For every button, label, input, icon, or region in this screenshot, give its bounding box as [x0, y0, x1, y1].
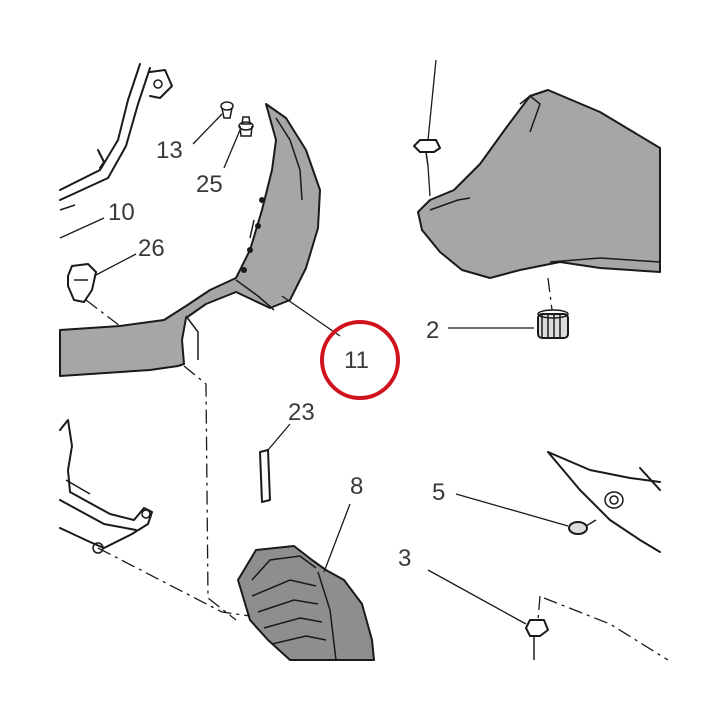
callout-25[interactable]: 25	[196, 171, 223, 198]
part-5-screw[interactable]	[568, 519, 597, 535]
callout-23[interactable]: 23	[288, 399, 315, 426]
part-25-clip[interactable]	[238, 116, 254, 137]
callout-2[interactable]: 2	[426, 317, 439, 344]
callout-3[interactable]: 3	[398, 545, 411, 572]
part-13-clip[interactable]	[220, 101, 234, 119]
upper-clip[interactable]	[413, 139, 441, 167]
callout-8[interactable]: 8	[350, 473, 363, 500]
highlight-ring	[320, 320, 400, 400]
part-3-clip[interactable]	[525, 619, 549, 660]
callout-26[interactable]: 26	[138, 235, 165, 262]
part-8-vent-panel[interactable]	[237, 545, 375, 661]
part-11-fairing-panel[interactable]	[59, 103, 321, 377]
part-26-clip[interactable]	[67, 263, 97, 303]
right-lower-panel[interactable]	[547, 451, 661, 553]
callout-11[interactable]: 11	[344, 347, 369, 374]
callout-13[interactable]: 13	[156, 137, 183, 164]
right-side-fairing[interactable]	[417, 89, 661, 279]
part-10-bracket[interactable]	[59, 63, 173, 211]
part-2-grommet[interactable]	[537, 309, 569, 339]
leader-lines	[59, 113, 569, 625]
part-23-rod[interactable]	[259, 449, 271, 503]
callout-10[interactable]: 10	[108, 199, 135, 226]
lower-left-bracket[interactable]	[59, 419, 153, 554]
callout-5[interactable]: 5	[432, 479, 445, 506]
